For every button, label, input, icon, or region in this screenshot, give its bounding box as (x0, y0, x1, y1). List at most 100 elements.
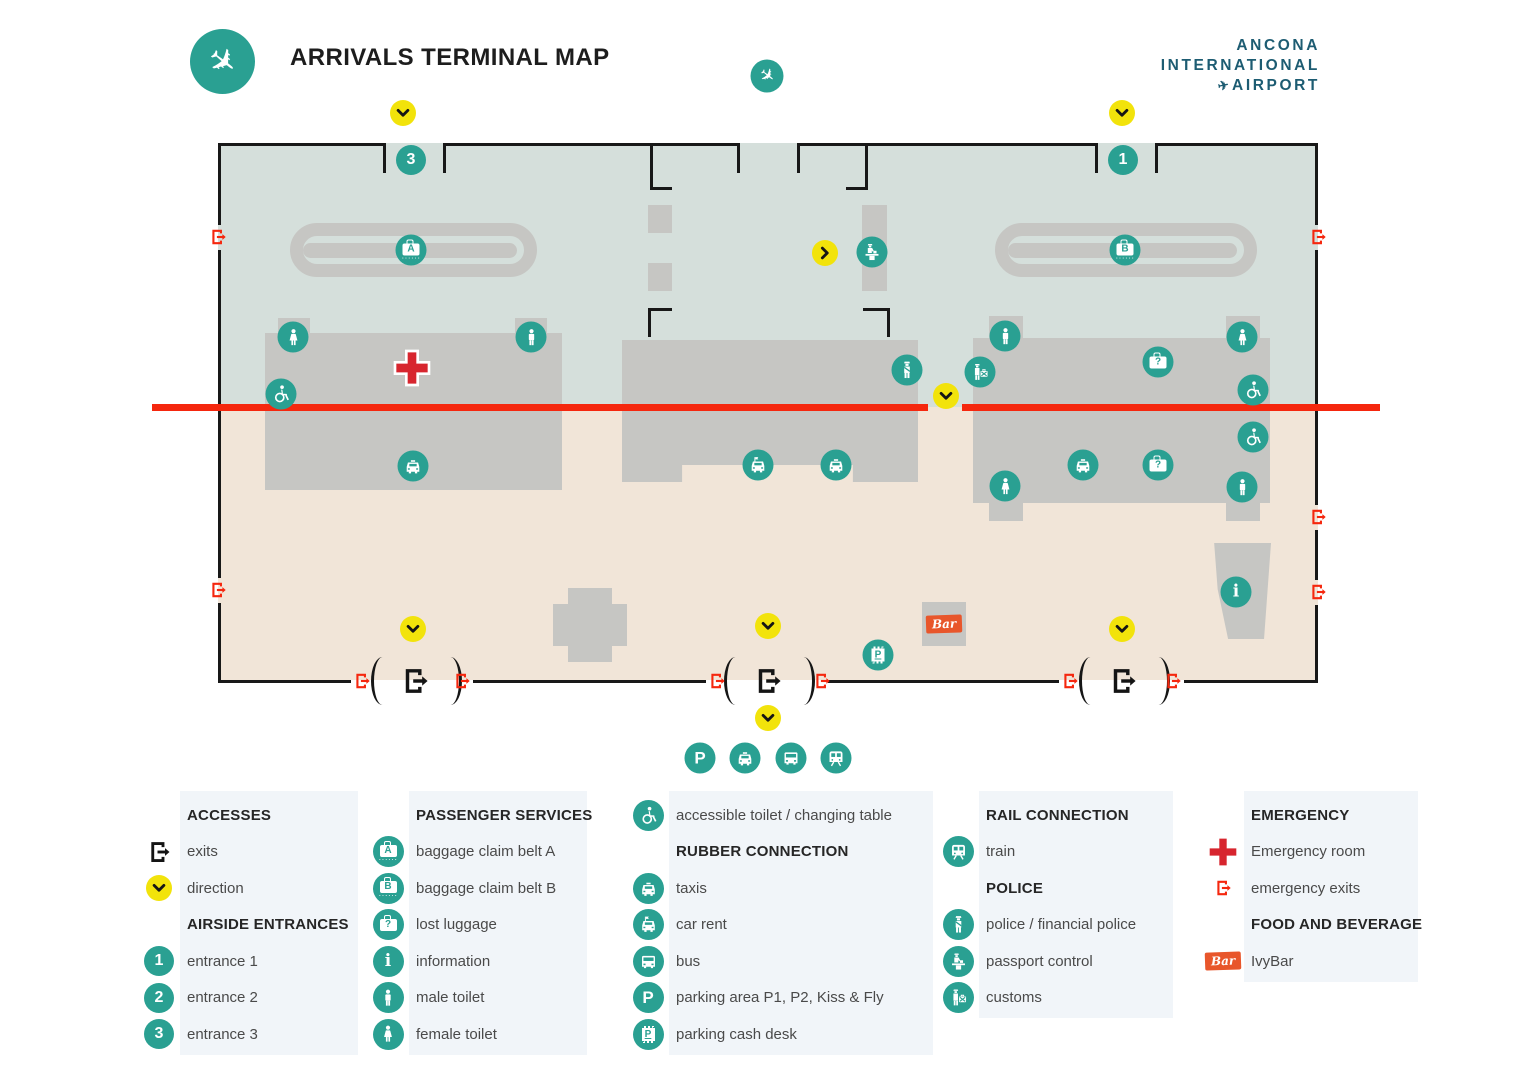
legend-header-rail-connection: RAIL CONNECTION (941, 797, 1173, 834)
police-icon (941, 909, 975, 941)
legend-header-accesses: ACCESSES (142, 797, 358, 834)
legend-header-rubber-connection: RUBBER CONNECTION (631, 834, 933, 871)
wall (887, 308, 890, 337)
legend-item-exits: exits (142, 834, 358, 871)
entrance-icon: 3 (142, 1019, 176, 1050)
entrance-3-badge: 3 (396, 145, 426, 175)
paren-left (1079, 657, 1102, 705)
entrance-icon: 2 (142, 982, 176, 1013)
legend-item-label: direction (187, 879, 244, 897)
legend-item-customs: customs (941, 980, 1173, 1017)
legend-item-label: lost luggage (416, 916, 497, 934)
legend-item-information: i information (371, 943, 587, 980)
female-icon (989, 470, 1021, 502)
police-icon (891, 354, 923, 386)
paren-left (724, 657, 747, 705)
entrance-icon: 1 (142, 946, 176, 977)
exit-door-icon (1105, 663, 1141, 699)
legend-item-label: information (416, 952, 491, 970)
customs-icon (964, 356, 996, 388)
legend-header-airside-entrances: AIRSIDE ENTRANCES (142, 907, 358, 944)
ivybar-location: Bar (922, 602, 966, 646)
info-icon: i (1220, 576, 1252, 608)
cash-icon: P (862, 639, 894, 671)
logo-line-1: ANCONA (1236, 37, 1320, 54)
belt-icon: B······ (371, 872, 405, 904)
cross-building (568, 588, 612, 662)
emergency-exit-icon (451, 670, 473, 692)
customs-icon (941, 982, 975, 1014)
arrivals-plane-icon: ✈ (190, 29, 255, 94)
legend-item-label: IvyBar (1251, 952, 1294, 970)
direction-arrow-icon (755, 705, 781, 731)
wall (443, 143, 737, 146)
legend-item-bus: bus (631, 943, 933, 980)
emergency-exit-icon (1307, 581, 1329, 603)
info-icon: i (371, 945, 405, 977)
main-exit (1071, 655, 1175, 707)
airport-logo: ANCONA INTERNATIONAL ✈AIRPORT (1130, 36, 1320, 95)
main-exit (716, 655, 820, 707)
wall (218, 250, 221, 578)
bus-icon (775, 742, 807, 774)
male-icon (989, 320, 1021, 352)
wall (1095, 143, 1098, 173)
pillar (648, 205, 672, 233)
baggage-belt-b-icon: B······ (1109, 234, 1141, 266)
emergency-exit-icon (1307, 506, 1329, 528)
legend-header-text: POLICE (986, 879, 1044, 897)
paren-right (792, 657, 815, 705)
security-line (962, 404, 1380, 411)
car-icon (631, 909, 665, 941)
bar-icon: Bar (1204, 951, 1242, 971)
direction-arrow-icon (1109, 100, 1135, 126)
wall (1315, 250, 1318, 505)
block (989, 503, 1023, 521)
legend-item-accessible-toilet-changing-table: accessible toilet / changing table (631, 797, 933, 834)
legend-item-label: male toilet (416, 989, 485, 1007)
legend-item-baggage-claim-belt-b: B······baggage claim belt B (371, 870, 587, 907)
legend-item-label: police / financial police (986, 916, 1137, 934)
parking-icon: P (631, 982, 665, 1014)
entrance-1-badge: 1 (1108, 145, 1138, 175)
emergency-exit-icon (207, 226, 229, 248)
legend-header-text: FOOD AND BEVERAGE (1251, 916, 1423, 934)
legend-item-ivybar: Bar IvyBar (1204, 943, 1418, 980)
em-exit-icon (1206, 877, 1240, 899)
male-icon (1226, 471, 1258, 503)
lost-icon: ? (371, 909, 405, 941)
wall (650, 143, 653, 190)
baggage-belt-a-track (290, 223, 537, 277)
wall (863, 308, 890, 311)
train-icon (941, 836, 975, 868)
legend-header-food-and-beverage: FOOD AND BEVERAGE (1206, 907, 1422, 944)
emergency-exit-icon (811, 670, 833, 692)
legend-item-passport-control: passport control (941, 943, 1173, 980)
direction-arrow-icon (755, 613, 781, 639)
legend-item-police-financial-police: police / financial police (941, 907, 1173, 944)
legend-item-label: bus (676, 952, 701, 970)
emergency-exit-icon (1162, 670, 1184, 692)
emergency-exit-icon (706, 670, 728, 692)
paren-right (439, 657, 462, 705)
wall (797, 143, 1095, 146)
belt-icon: A······ (371, 836, 405, 868)
legend-item-label: parking area P1, P2, Kiss & Fly (676, 989, 884, 1007)
logo-line-3: ✈AIRPORT (1216, 76, 1320, 94)
legend-item-label: taxis (676, 879, 707, 897)
legend-header-emergency: EMERGENCY (1206, 797, 1418, 834)
lost-icon: ? (1142, 346, 1174, 378)
emergency-exit-icon (1059, 670, 1081, 692)
exit-door-icon (397, 663, 433, 699)
legend-item-label: car rent (676, 916, 727, 934)
block-right (973, 338, 1270, 503)
block (1226, 503, 1260, 521)
wall (1315, 143, 1318, 225)
female-icon (371, 1018, 405, 1050)
wall (797, 143, 800, 173)
